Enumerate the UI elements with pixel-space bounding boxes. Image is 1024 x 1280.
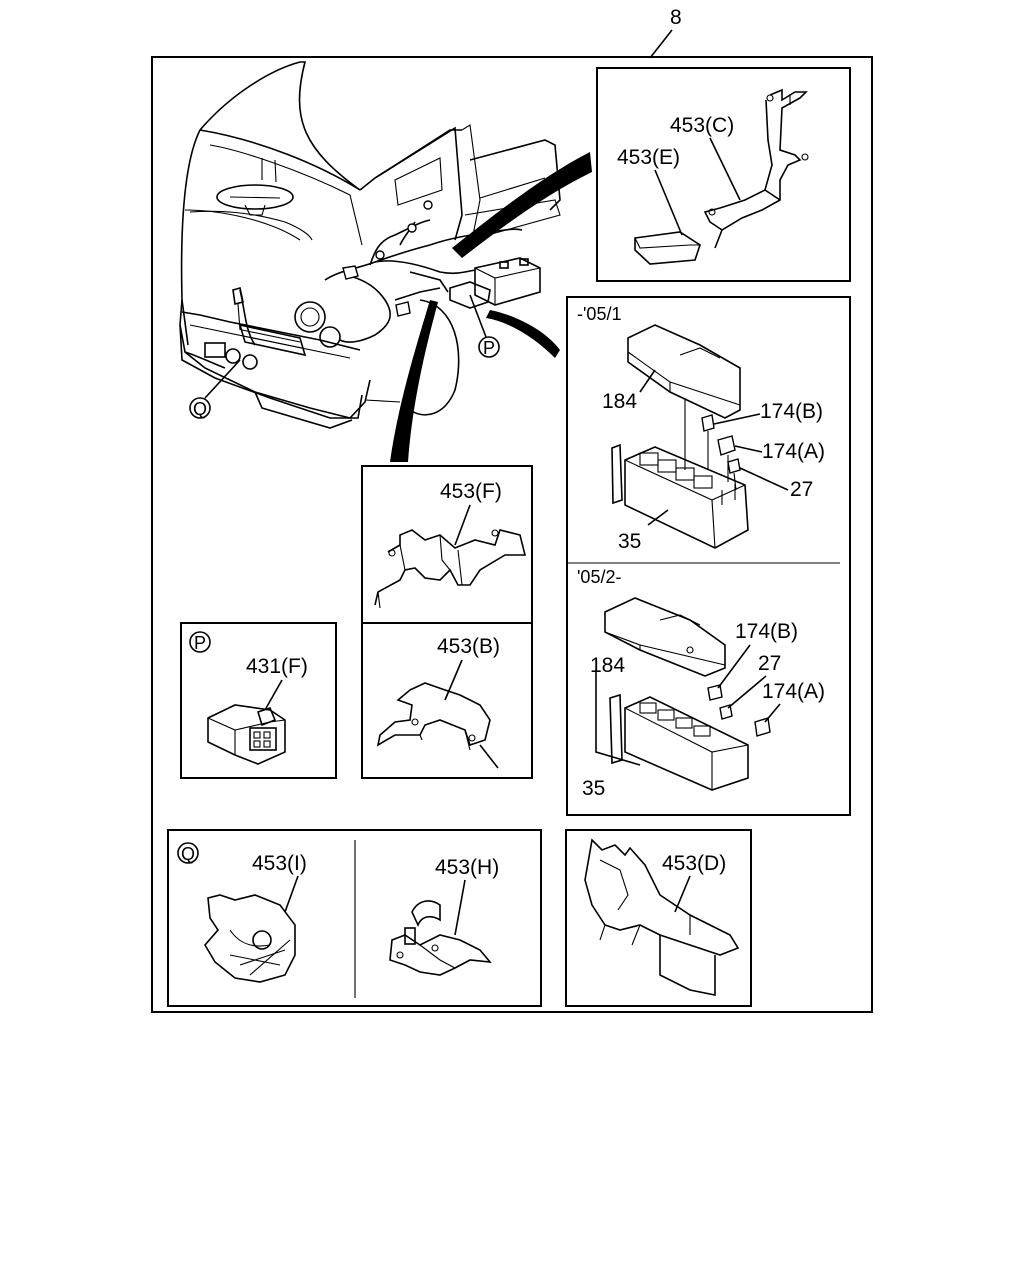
leader-174a-early: [734, 445, 763, 453]
leader-184-early: [639, 369, 656, 393]
callout-p-main-label: P: [483, 338, 495, 358]
label-453f: 453(F): [440, 480, 502, 503]
label-27-late: 27: [758, 652, 781, 675]
fuse-box-cover-early: [627, 324, 741, 419]
part-453b-illustration: [376, 682, 499, 769]
leader-174b-late: [717, 644, 751, 689]
leader-453c: [709, 137, 741, 201]
box-453b: [361, 622, 533, 779]
connector-431f-illustration: [207, 704, 286, 765]
part-453f-illustration: [374, 529, 527, 609]
callout-p-main: [478, 336, 500, 358]
label-174b-early: 174(B): [760, 400, 823, 423]
box-453i-453h: [167, 829, 542, 1007]
label-27-early: 27: [790, 478, 813, 501]
part-453d-illustration: [584, 838, 740, 996]
callout-p-box-label: P: [194, 633, 206, 653]
leader-431f: [264, 679, 283, 711]
wedge-to-453f: [390, 300, 438, 462]
relay-174b-late: [707, 684, 723, 701]
box-fuse-boxes: [566, 296, 851, 816]
leader-453h: [454, 879, 466, 936]
sheet-number: 8: [670, 6, 682, 29]
label-453e: 453(E): [617, 146, 680, 169]
label-453h: 453(H): [435, 856, 499, 879]
label-453d: 453(D): [662, 852, 726, 875]
part-453h-illustration: [389, 900, 492, 976]
part-453c-illustration: [703, 88, 809, 249]
leader-174b-early: [713, 413, 761, 425]
callout-q-main: [189, 397, 211, 419]
label-453i: 453(I): [252, 852, 307, 875]
leader-27-early: [739, 467, 789, 491]
leader-35-early: [647, 509, 669, 526]
label-35-late: 35: [582, 777, 605, 800]
fuse-27-late: [719, 704, 733, 720]
box-453d: [565, 829, 752, 1007]
relay-174a-early: [717, 435, 736, 482]
label-35-early: 35: [618, 530, 641, 553]
callout-q-box: [177, 842, 199, 864]
label-453c: 453(C): [670, 114, 734, 137]
callout-p-box: [189, 631, 211, 653]
label-184-early: 184: [602, 390, 637, 413]
leader-453e: [654, 169, 683, 236]
fuse-box-base-early: [611, 443, 749, 549]
box-431f: [180, 622, 337, 779]
wedge-to-453c: [452, 152, 592, 258]
relay-174b-early: [701, 414, 715, 470]
leader-174a-late: [764, 703, 781, 723]
label-early-range: -'05/1: [577, 304, 621, 324]
label-174a-early: 174(A): [762, 440, 825, 463]
callout-q-leader: [204, 359, 241, 399]
sheet-number-leader: [649, 29, 673, 59]
callout-p-leader: [469, 294, 487, 338]
fuse-box-cover-late: [604, 597, 726, 677]
part-453i-illustration: [204, 894, 296, 983]
leader-453f: [454, 504, 471, 546]
leader-35-late: [595, 672, 641, 766]
leader-453b: [444, 659, 463, 701]
label-late-range: '05/2-: [577, 567, 621, 587]
relay-174a-late: [754, 717, 771, 737]
box-453c-453e: [596, 67, 851, 282]
fuse-27-early: [727, 458, 741, 491]
callout-q-box-label: Q: [181, 844, 195, 864]
label-453b: 453(B): [437, 635, 500, 658]
label-184-late: 184: [590, 654, 625, 677]
outer-frame: [151, 56, 873, 1013]
wedge-to-fuse-box: [486, 310, 560, 358]
label-174b-late: 174(B): [735, 620, 798, 643]
leader-27-late: [727, 675, 767, 709]
label-431f: 431(F): [246, 655, 308, 678]
callout-q-main-label: Q: [193, 399, 207, 419]
truck-illustration: [179, 61, 561, 429]
label-174a-late: 174(A): [762, 680, 825, 703]
leader-453i: [284, 875, 299, 913]
part-453e-illustration: [634, 231, 701, 265]
